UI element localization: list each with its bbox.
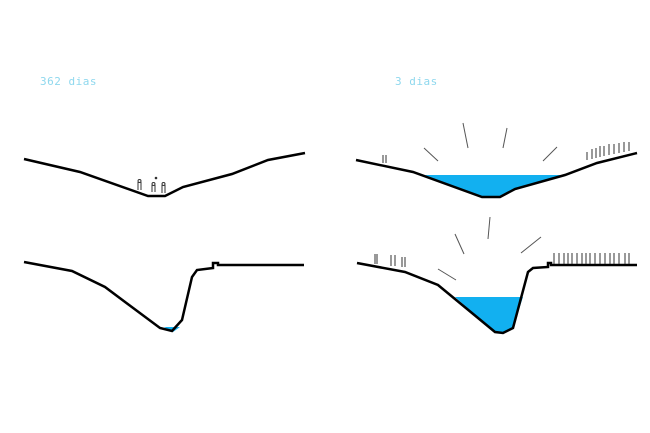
dry-panel-bottom xyxy=(23,260,304,333)
crowd-icon xyxy=(374,253,630,267)
people-icon xyxy=(137,176,166,193)
ground-profile-flood-bottom xyxy=(356,261,637,335)
ground-profile-dry-top xyxy=(23,151,306,198)
panel-label-flood: 3 dias xyxy=(395,75,438,88)
dry-panel-top xyxy=(23,151,306,198)
flood-panel-bottom xyxy=(356,216,637,335)
water-flood-bottom xyxy=(455,297,523,333)
ground-profile-flood-top xyxy=(355,151,638,199)
panel-label-dry: 362 dias xyxy=(40,75,97,88)
ground-profile-dry-bottom xyxy=(23,260,304,333)
sun-rays-icon xyxy=(423,122,558,162)
sun-rays-icon xyxy=(437,216,542,281)
water-flood-top xyxy=(425,175,563,197)
crowd-icon xyxy=(382,142,630,163)
flood-panel-top xyxy=(355,122,638,199)
